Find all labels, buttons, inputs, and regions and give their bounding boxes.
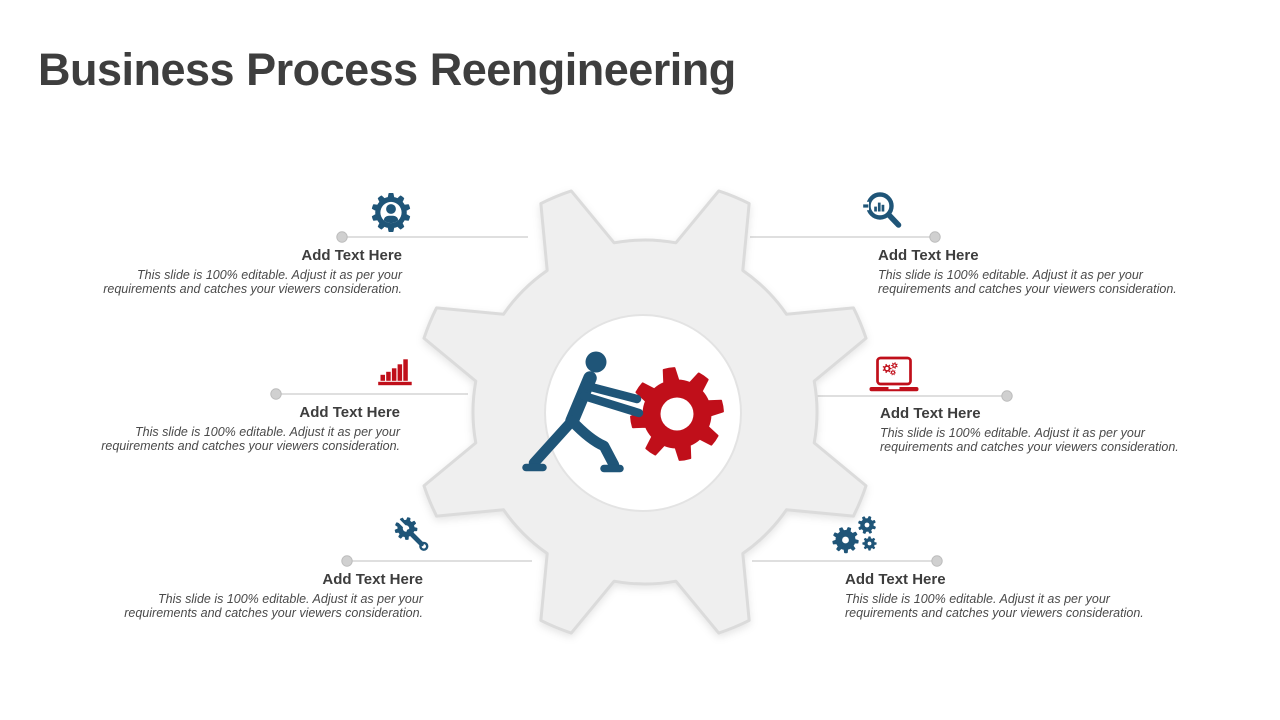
item-heading[interactable]: Add Text Here	[880, 405, 981, 422]
person-pushing-gear-illustration	[522, 351, 644, 473]
placeholder-bottom-right[interactable]: Add Text Here This slide is 100% editabl…	[845, 571, 1175, 621]
placeholder-bottom-left[interactable]: Add Text Here This slide is 100% editabl…	[93, 571, 423, 621]
item-heading[interactable]: Add Text Here	[845, 571, 946, 588]
item-heading[interactable]: Add Text Here	[301, 247, 402, 264]
item-body[interactable]: This slide is 100% editable. Adjust it a…	[878, 267, 1177, 297]
placeholder-middle-right[interactable]: Add Text Here This slide is 100% editabl…	[880, 405, 1210, 455]
item-heading[interactable]: Add Text Here	[299, 404, 400, 421]
item-body[interactable]: This slide is 100% editable. Adjust it a…	[103, 267, 402, 297]
connector-dot	[341, 555, 353, 567]
gears-icon	[832, 516, 877, 554]
item-heading[interactable]: Add Text Here	[322, 571, 423, 588]
laptop-gears-icon	[869, 356, 919, 392]
item-body[interactable]: This slide is 100% editable. Adjust it a…	[101, 424, 400, 454]
placeholder-top-right[interactable]: Add Text Here This slide is 100% editabl…	[878, 247, 1208, 297]
wrench-gear-icon	[394, 517, 429, 551]
growth-bars-icon	[378, 359, 412, 386]
slide-title: Business Process Reengineering	[38, 44, 736, 95]
placeholder-middle-left[interactable]: Add Text Here This slide is 100% editabl…	[70, 404, 400, 454]
item-heading[interactable]: Add Text Here	[878, 247, 979, 264]
pushed-gear-icon	[630, 367, 724, 461]
item-body[interactable]: This slide is 100% editable. Adjust it a…	[845, 591, 1144, 621]
analytics-search-icon	[862, 192, 902, 228]
item-body[interactable]: This slide is 100% editable. Adjust it a…	[880, 425, 1179, 455]
item-body[interactable]: This slide is 100% editable. Adjust it a…	[124, 591, 423, 621]
connector-dot	[336, 231, 348, 243]
connector-dot	[931, 555, 943, 567]
connector-dot	[929, 231, 941, 243]
connector-dot	[270, 388, 282, 400]
placeholder-top-left[interactable]: Add Text Here This slide is 100% editabl…	[72, 247, 402, 297]
user-gear-icon	[371, 192, 411, 232]
connector-dot	[1001, 390, 1013, 402]
